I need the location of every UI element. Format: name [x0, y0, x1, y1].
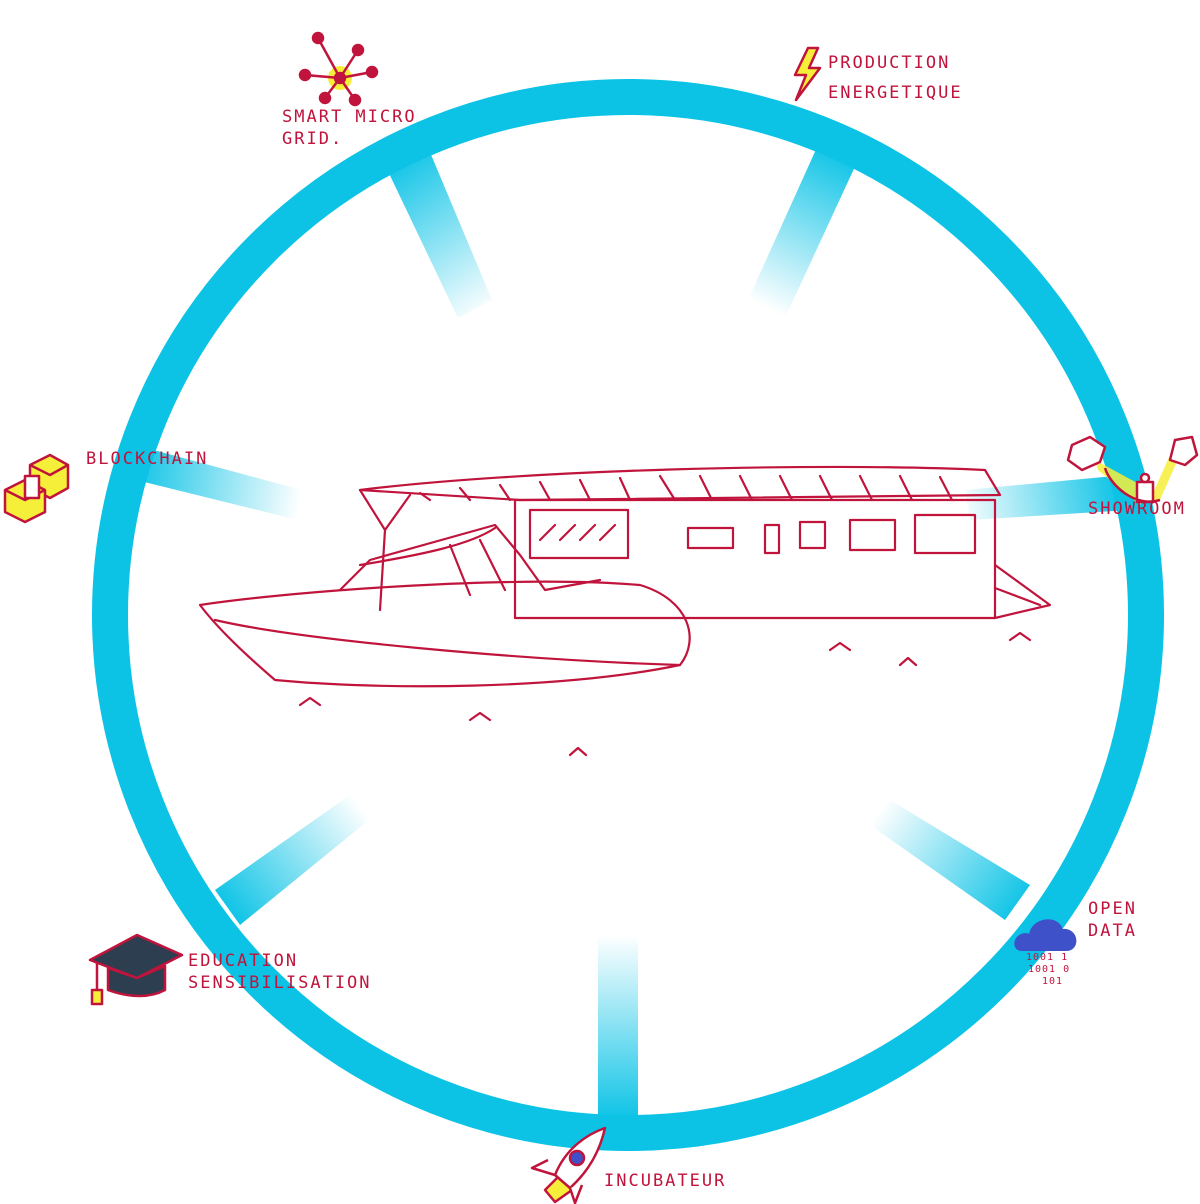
- node-label-line: INCUBATEUR: [604, 1171, 727, 1191]
- node-label-incubateur: INCUBATEUR: [604, 1170, 726, 1192]
- binary-line: 1001 1: [1026, 952, 1069, 963]
- graduation-cap-icon: [88, 933, 184, 1006]
- node-label-line: ENERGETIQUE: [828, 83, 963, 103]
- spoke-bottom-right: [870, 800, 1030, 920]
- spoke-bottom: [598, 930, 638, 1125]
- spoke-bottom-left: [215, 795, 375, 925]
- node-label-open-data: OPEN DATA: [1088, 898, 1137, 942]
- hub-ring: [92, 79, 1164, 1151]
- network-icon: [298, 31, 379, 107]
- node-label-education: EDUCATION SENSIBILISATION: [188, 950, 372, 994]
- node-label-line: BLOCKCHAIN: [86, 449, 209, 469]
- spokes: [128, 145, 1130, 1125]
- node-label-line: EDUCATION: [188, 951, 299, 971]
- houseboat-sketch: [198, 465, 1052, 757]
- binary-line: 1001 0: [1028, 964, 1071, 975]
- node-label-line: SENSIBILISATION: [188, 973, 372, 993]
- node-label-showroom: SHOWROOM: [1088, 498, 1186, 520]
- showroom-spotlight-icon: [1066, 435, 1199, 505]
- node-label-line: SHOWROOM: [1088, 499, 1186, 519]
- lightning-icon: [793, 46, 822, 102]
- node-label-blockchain: BLOCKCHAIN: [86, 448, 208, 470]
- spoke-left: [128, 445, 302, 520]
- spoke-top-left: [385, 145, 492, 318]
- cloud-data-icon: [1014, 919, 1077, 951]
- node-label-line: DATA: [1088, 921, 1137, 941]
- blockchain-cubes-icon: [3, 453, 70, 524]
- node-label-line: SMART MICRO: [282, 107, 417, 127]
- spoke-right: [965, 475, 1130, 520]
- node-label-line: GRID.: [282, 129, 344, 149]
- node-label-line: OPEN: [1088, 899, 1137, 919]
- open-data-binary: 1001 1 1001 0 101: [1026, 952, 1070, 988]
- spoke-top-right: [748, 145, 858, 318]
- node-label-smart-micro-grid: SMART MICRO GRID.: [282, 106, 417, 150]
- rocket-icon: [530, 1126, 607, 1204]
- node-label-production-energetique: PRODUCTION ENERGETIQUE: [828, 48, 963, 108]
- binary-line: 101: [1042, 976, 1064, 987]
- node-label-line: PRODUCTION: [828, 53, 951, 73]
